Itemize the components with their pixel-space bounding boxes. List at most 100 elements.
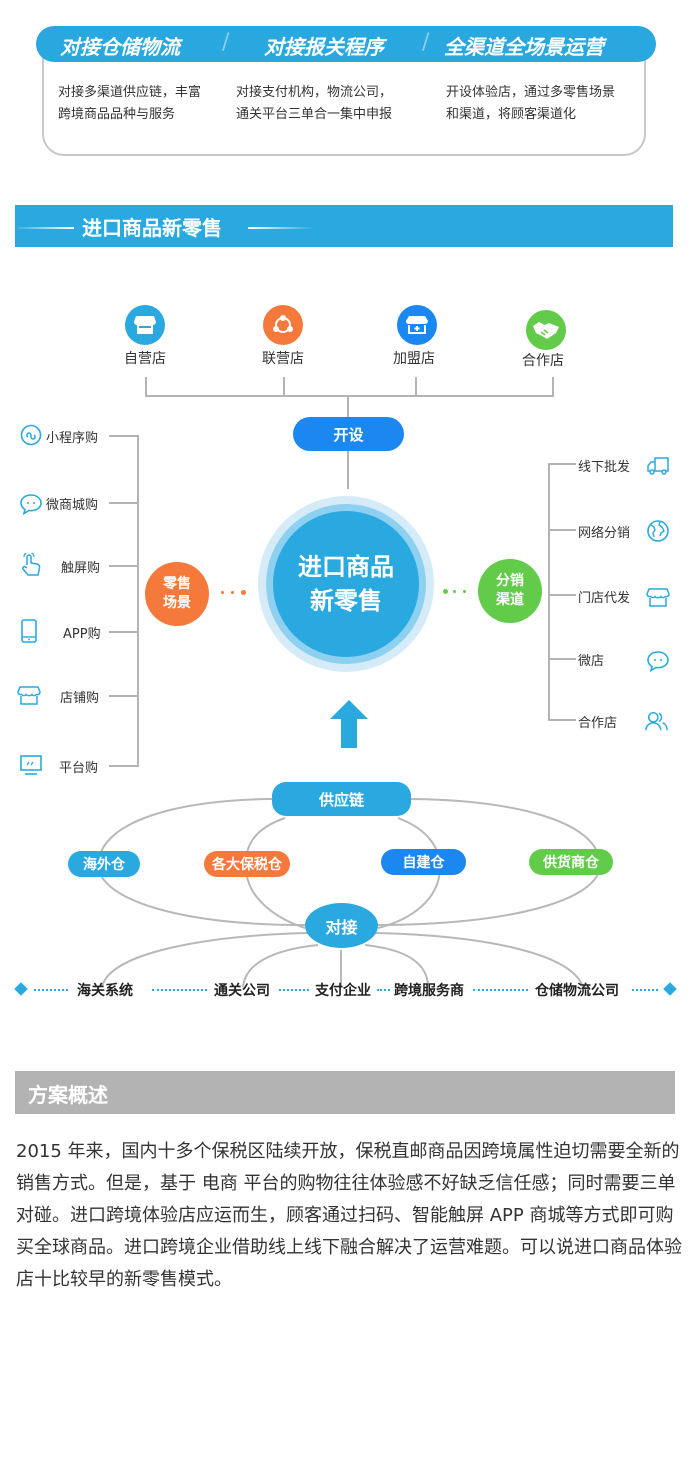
partner-customs-system: 海关系统 bbox=[77, 983, 133, 999]
overview-title: 方案概述 bbox=[28, 1083, 108, 1107]
retail-scene-line2: 场景 bbox=[163, 595, 191, 611]
connector-line bbox=[552, 377, 554, 395]
connector-line bbox=[347, 395, 349, 417]
dotted-line bbox=[473, 989, 528, 991]
supply-chain-pill: 供应链 bbox=[272, 782, 411, 816]
retail-item-shop: 店铺购 bbox=[60, 691, 100, 706]
dotted-line bbox=[279, 989, 309, 991]
dot bbox=[221, 591, 224, 594]
retail-item-app: APP购 bbox=[63, 627, 101, 642]
retail-scene-line1: 零售 bbox=[163, 576, 191, 592]
globe-icon bbox=[646, 519, 670, 543]
store-label-partner: 合作店 bbox=[522, 353, 564, 369]
connector-line bbox=[145, 377, 147, 395]
connector-line bbox=[548, 529, 576, 531]
warehouse-overseas: 海外仓 bbox=[68, 851, 140, 877]
section-header-bar bbox=[15, 205, 673, 247]
connector-line bbox=[109, 695, 138, 697]
banner-separator: / bbox=[422, 30, 430, 55]
connector-line bbox=[283, 377, 285, 395]
dotted-line bbox=[377, 989, 390, 991]
connector-line bbox=[415, 377, 417, 395]
partner-payment-enterprise: 支付企业 bbox=[315, 983, 371, 999]
banner-item-omnichannel: 全渠道全场景运营 bbox=[444, 35, 604, 59]
retail-item-touchscreen: 触屏购 bbox=[61, 561, 101, 576]
warehouse-bonded: 各大保税仓 bbox=[204, 851, 290, 877]
storefront-icon bbox=[646, 585, 670, 609]
overview-header-bar bbox=[15, 1071, 675, 1114]
header-decor-line bbox=[18, 227, 74, 229]
feature-description: 对接支付机构，物流公司， 通关平台三单合一集中申报 bbox=[236, 82, 392, 126]
connector-line bbox=[548, 463, 576, 465]
connector-line bbox=[109, 631, 138, 633]
dot bbox=[241, 590, 246, 595]
partner-cross-border-service: 跨境服务商 bbox=[394, 983, 464, 999]
connector-line bbox=[109, 502, 138, 504]
distribution-line2: 渠道 bbox=[496, 592, 524, 608]
retail-item-platform: 平台购 bbox=[59, 761, 99, 776]
up-arrow-icon bbox=[329, 700, 369, 752]
distribution-line1: 分销 bbox=[496, 573, 524, 589]
connector-line bbox=[347, 451, 349, 489]
chat-bubble-icon bbox=[646, 649, 670, 673]
warehouse-self-built: 自建仓 bbox=[381, 849, 466, 875]
touch-hand-icon bbox=[19, 553, 43, 577]
distribution-item-online: 网络分销 bbox=[578, 526, 631, 541]
connector-line bbox=[548, 463, 550, 721]
connector-line bbox=[145, 395, 554, 397]
store-label-self-operated: 自营店 bbox=[124, 351, 166, 367]
center-title-line1: 进口商品 bbox=[298, 553, 394, 581]
partner-clearance-company: 通关公司 bbox=[214, 983, 270, 999]
description-line: 和渠道，将顾客渠道化 bbox=[446, 107, 577, 122]
dot bbox=[453, 590, 456, 593]
description-line: 对接多渠道供应链，丰富 bbox=[58, 85, 202, 100]
storefront-icon bbox=[17, 683, 41, 707]
store-label-franchise: 加盟店 bbox=[393, 351, 435, 367]
feature-description: 开设体验店，通过多零售场景 和渠道，将顾客渠道化 bbox=[446, 82, 615, 126]
users-icon bbox=[645, 709, 669, 733]
retail-item-wechat-mall: 微商城购 bbox=[46, 498, 99, 513]
distribution-item-store-dropship: 门店代发 bbox=[578, 591, 631, 606]
description-line: 对接支付机构，物流公司， bbox=[236, 85, 393, 100]
dotted-line bbox=[34, 989, 68, 991]
handshake-icon bbox=[526, 310, 566, 350]
dot bbox=[231, 591, 234, 594]
distribution-circle: 分销 渠道 bbox=[478, 559, 542, 623]
connector-line bbox=[109, 565, 138, 567]
connector-line bbox=[109, 435, 138, 437]
retail-scene-circle: 零售 场景 bbox=[145, 562, 209, 626]
dotted-line bbox=[152, 989, 207, 991]
connector-line bbox=[137, 435, 139, 766]
dot bbox=[463, 590, 466, 593]
description-line: 通关平台三单合一集中申报 bbox=[236, 107, 393, 122]
chat-bubble-icon bbox=[19, 492, 43, 516]
store-label-joint: 联营店 bbox=[262, 351, 304, 367]
center-circle: 进口商品 新零售 bbox=[273, 511, 419, 657]
phone-icon bbox=[17, 619, 41, 643]
open-pill: 开设 bbox=[293, 417, 404, 451]
monitor-icon bbox=[19, 753, 43, 777]
center-title-line2: 新零售 bbox=[310, 587, 382, 615]
connector-line bbox=[109, 765, 139, 767]
banner-separator: / bbox=[222, 30, 230, 55]
retail-item-mini-program: 小程序购 bbox=[46, 431, 99, 446]
connector-line bbox=[548, 594, 576, 596]
dotted-line bbox=[632, 989, 658, 991]
description-line: 跨境商品品种与服务 bbox=[58, 107, 176, 122]
franchise-shop-icon bbox=[397, 305, 437, 345]
description-line: 开设体验店，通过多零售场景 bbox=[446, 85, 616, 100]
banner-item-warehouse-logistics: 对接仓储物流 bbox=[60, 35, 180, 59]
share-icon bbox=[263, 305, 303, 345]
distribution-item-offline-wholesale: 线下批发 bbox=[578, 460, 631, 475]
mini-program-icon bbox=[19, 423, 43, 447]
feature-description: 对接多渠道供应链，丰富 跨境商品品种与服务 bbox=[58, 82, 201, 126]
distribution-item-partner-store: 合作店 bbox=[578, 716, 618, 731]
truck-icon bbox=[646, 454, 670, 478]
top-feature-card bbox=[42, 40, 646, 156]
warehouse-supplier: 供货商仓 bbox=[529, 849, 613, 875]
distribution-item-micro-store: 微店 bbox=[578, 654, 605, 669]
dot bbox=[443, 589, 448, 594]
top-feature-banner: 对接仓储物流 / 对接报关程序 / 全渠道全场景运营 bbox=[36, 26, 656, 62]
header-decor-line bbox=[248, 227, 314, 229]
connect-ellipse: 对接 bbox=[305, 903, 378, 948]
